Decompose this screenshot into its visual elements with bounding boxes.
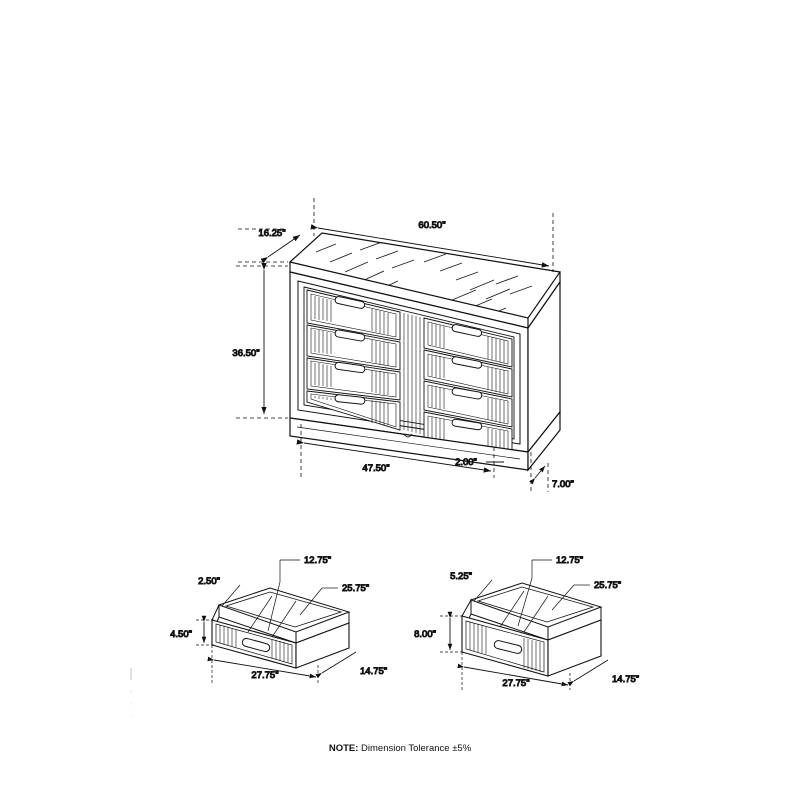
- dim-left-overall-width: 27.75": [251, 670, 278, 681]
- dim-left-overall-depth: 14.75": [360, 666, 387, 677]
- dim-height-left: 36.50": [232, 348, 259, 359]
- tolerance-note: NOTE: Dimension Tolerance ±5%: [329, 743, 472, 754]
- drawer-pull: [493, 640, 523, 654]
- shallow-drawer-detail: 12.75" 25.75" 2.50" 4.50" 27.75" 14.75": [170, 555, 388, 683]
- dresser-body: [288, 232, 562, 472]
- dim-right-interior-width: 25.75": [594, 580, 621, 591]
- dim-width-top: 60.50": [418, 220, 445, 231]
- dim-right-front-height: 8.00": [414, 629, 436, 640]
- drawer-pull: [451, 324, 483, 431]
- dim-left-side-height: 2.50": [198, 576, 220, 587]
- main-view-dimensions: 60.50" 16.25" 36.50" 47.50" 2.00" 7.00": [232, 198, 574, 492]
- dim-depth-top: 16.25": [258, 228, 285, 239]
- dim-base-width: 47.50": [362, 463, 389, 474]
- tolerance-note-text: Dimension Tolerance ±5%: [358, 743, 471, 754]
- drawer-pull: [241, 637, 271, 653]
- dim-right-interior-depth: 12.75": [556, 555, 583, 566]
- drawer-column-left: [306, 289, 401, 431]
- dim-base-inset: 2.00": [455, 457, 477, 468]
- dim-base-height: 7.00": [552, 479, 574, 490]
- dim-right-overall-depth: 14.75": [612, 674, 639, 685]
- dim-right-overall-width: 27.75": [502, 678, 529, 689]
- dim-left-front-height: 4.50": [170, 629, 192, 640]
- dim-left-interior-width: 25.75": [342, 583, 369, 594]
- dim-right-side-height: 5.25": [450, 571, 472, 582]
- tolerance-note-label: NOTE:: [329, 743, 359, 754]
- dim-left-interior-depth: 12.75": [304, 555, 331, 566]
- drawer-pull: [334, 296, 366, 405]
- drawer-column-right: [423, 317, 513, 458]
- deep-drawer-detail: 12.75" 25.75" 5.25" 8.00" 27.75" 14.75": [414, 555, 640, 690]
